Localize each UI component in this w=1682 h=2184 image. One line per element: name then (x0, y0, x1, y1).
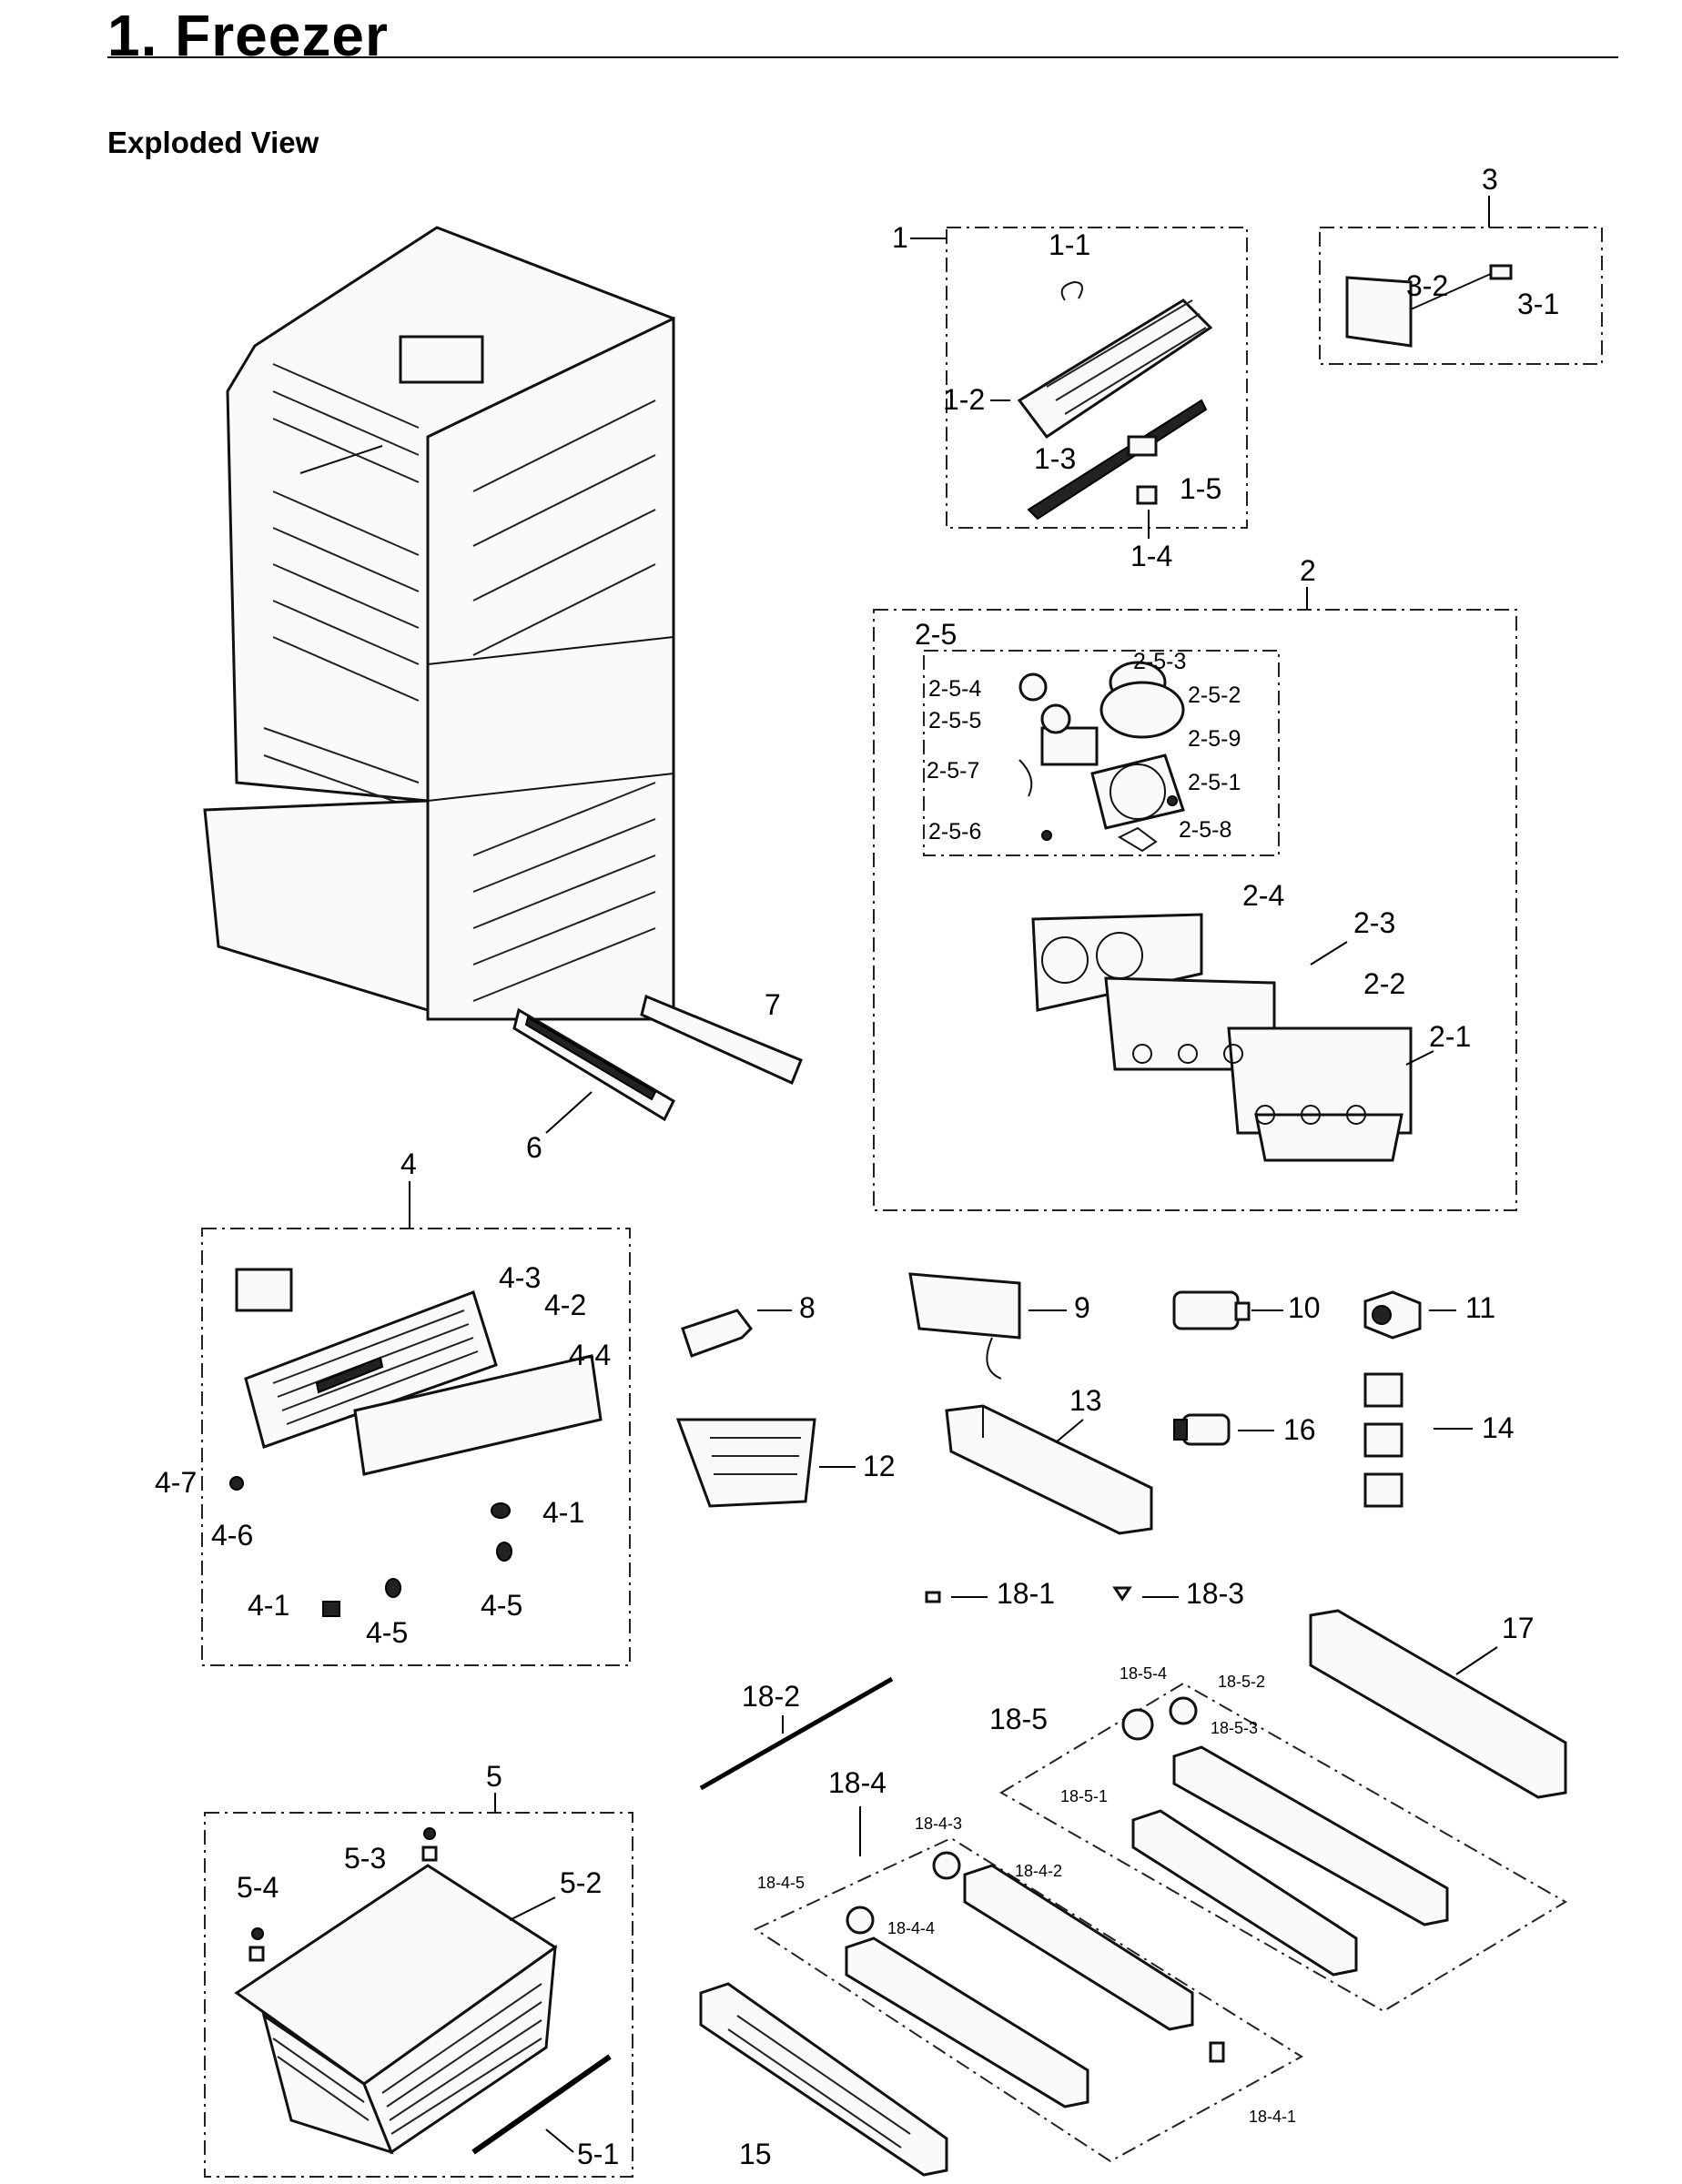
label-9: 9 (1074, 1291, 1090, 1324)
sensor-part (1345, 264, 1513, 348)
label-2: 2 (1300, 554, 1316, 587)
fan-motor-part (1018, 661, 1185, 853)
label-6: 6 (526, 1131, 542, 1164)
label-18-1: 18-1 (997, 1577, 1055, 1610)
small-parts-18 (925, 1586, 1132, 1603)
label-1-4: 1-4 (1130, 540, 1172, 572)
group-18-4-box (753, 1836, 1303, 2163)
label-2-5-7: 2-5-7 (927, 758, 979, 784)
label-18-5-4: 18-5-4 (1120, 1664, 1167, 1683)
group-2-5-box (923, 650, 1280, 856)
fan-cover-part (1031, 913, 1413, 1162)
label-10: 10 (1288, 1291, 1321, 1324)
label-12: 12 (863, 1450, 896, 1482)
seal-18-2-part (699, 1676, 894, 1791)
freezer-cabinet (203, 226, 675, 1021)
label-2-5-4: 2-5-4 (928, 676, 981, 702)
fitting-16-part (1173, 1413, 1231, 1446)
label-4: 4 (400, 1148, 417, 1180)
label-1-2: 1-2 (943, 383, 985, 416)
label-2-5-6: 2-5-6 (928, 819, 981, 844)
page-subtitle: Exploded View (107, 126, 319, 159)
label-5-2: 5-2 (560, 1866, 602, 1899)
label-4-5-left: 4-5 (366, 1616, 408, 1649)
label-5-4: 5-4 (237, 1871, 279, 1904)
label-4-3: 4-3 (499, 1261, 541, 1294)
label-4-1-right: 4-1 (542, 1496, 584, 1529)
label-18-4: 18-4 (828, 1766, 887, 1799)
label-3: 3 (1482, 163, 1498, 196)
label-18-4-3: 18-4-3 (915, 1815, 962, 1833)
title-underline (107, 56, 1618, 58)
label-1: 1 (892, 221, 908, 254)
label-8: 8 (799, 1291, 816, 1324)
label-18-2: 18-2 (742, 1680, 800, 1713)
label-18-4-2: 18-4-2 (1015, 1862, 1062, 1880)
lower-drawer-part (234, 1827, 612, 2155)
label-7: 7 (765, 988, 781, 1021)
label-2-2: 2-2 (1363, 967, 1405, 1000)
rail-6-part (512, 1007, 675, 1122)
upper-drawer-part (229, 1268, 603, 1617)
label-14: 14 (1482, 1411, 1515, 1444)
label-4-5-right: 4-5 (481, 1589, 522, 1622)
label-3-2: 3-2 (1406, 269, 1448, 302)
group-1-box (946, 227, 1248, 529)
bracket-8-part (681, 1309, 753, 1358)
label-2-5-9: 2-5-9 (1188, 726, 1241, 752)
label-18-5-2: 18-5-2 (1218, 1673, 1265, 1691)
label-4-6: 4-6 (211, 1519, 253, 1552)
label-18-4-5: 18-4-5 (757, 1874, 805, 1892)
label-2-3: 2-3 (1353, 906, 1395, 939)
valve-10-part (1172, 1290, 1251, 1330)
nut-11-part (1363, 1290, 1422, 1340)
rail-7-part (640, 994, 803, 1086)
cover-13-part (945, 1404, 1153, 1535)
label-2-4: 2-4 (1242, 879, 1284, 912)
label-1-5: 1-5 (1180, 472, 1221, 505)
label-17: 17 (1502, 1612, 1535, 1644)
label-2-5-5: 2-5-5 (928, 708, 981, 733)
group-4-box (201, 1228, 631, 1666)
label-13: 13 (1069, 1384, 1102, 1417)
basket-12-part (675, 1418, 816, 1508)
label-16: 16 (1283, 1413, 1316, 1446)
label-2-5: 2-5 (915, 618, 957, 651)
label-18-5: 18-5 (989, 1703, 1048, 1735)
label-11: 11 (1465, 1291, 1495, 1324)
label-4-4: 4-4 (569, 1339, 611, 1371)
front-trim-15-part (699, 1982, 948, 2177)
label-2-1: 2-1 (1429, 1020, 1471, 1053)
icemaker-9-part (908, 1272, 1021, 1380)
label-18-4-4: 18-4-4 (887, 1919, 935, 1937)
label-18-3: 18-3 (1186, 1577, 1244, 1610)
rail-18-5-part (1121, 1696, 1449, 1977)
label-5-3: 5-3 (344, 1842, 386, 1875)
label-2-5-8: 2-5-8 (1179, 817, 1231, 843)
rail-18-4-part (845, 1851, 1225, 2108)
label-2-5-3: 2-5-3 (1133, 649, 1186, 674)
label-1-1: 1-1 (1049, 228, 1090, 261)
label-18-5-1: 18-5-1 (1060, 1787, 1108, 1805)
label-4-1-left: 4-1 (248, 1589, 289, 1622)
rail-17-part (1309, 1609, 1567, 1799)
label-15: 15 (739, 2138, 772, 2170)
label-1-3: 1-3 (1034, 442, 1076, 475)
label-2-5-1: 2-5-1 (1188, 770, 1241, 795)
group-3-box (1319, 227, 1603, 365)
label-2-5-2: 2-5-2 (1188, 682, 1241, 708)
label-18-5-3: 18-5-3 (1211, 1719, 1258, 1737)
label-5: 5 (486, 1760, 502, 1793)
label-5-1: 5-1 (577, 2138, 619, 2170)
label-4-7: 4-7 (155, 1466, 197, 1499)
label-3-1: 3-1 (1517, 288, 1559, 320)
clips-14-part (1363, 1372, 1403, 1508)
evaporator-part (1017, 280, 1213, 521)
label-4-2: 4-2 (544, 1289, 586, 1321)
group-2-box (873, 609, 1517, 1211)
label-18-4-1: 18-4-1 (1249, 2108, 1296, 2126)
